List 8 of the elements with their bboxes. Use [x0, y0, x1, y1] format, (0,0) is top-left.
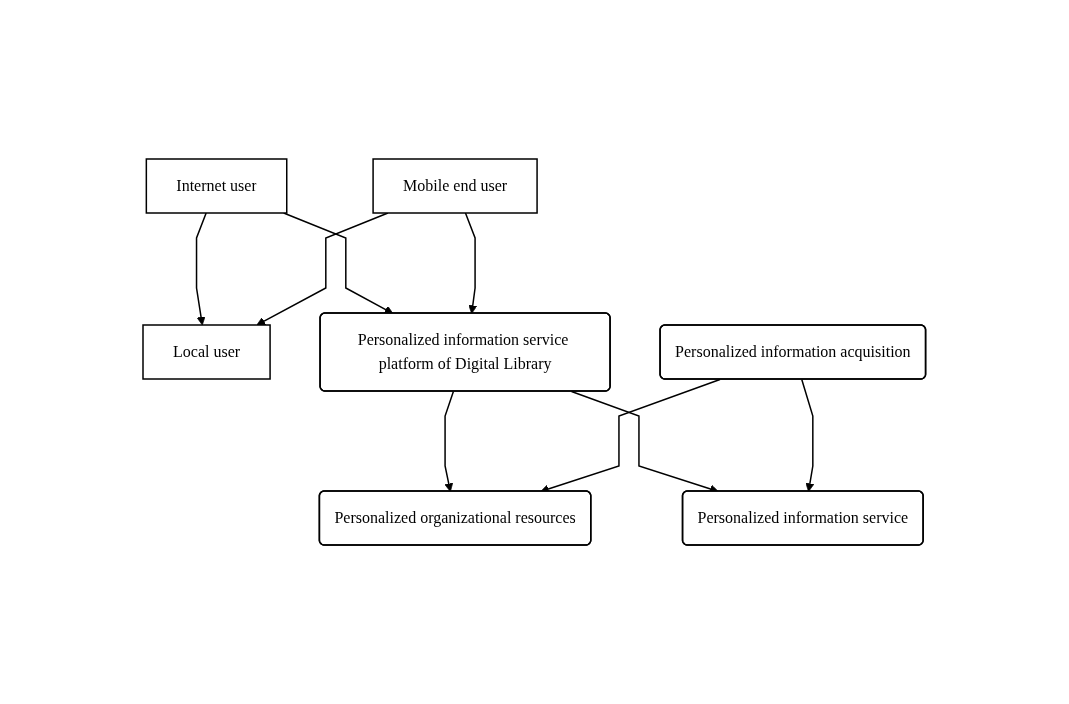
- arrow: [464, 212, 478, 314]
- arrow: [283, 212, 394, 314]
- node-box: Mobile end user: [372, 158, 538, 214]
- arrow: [801, 378, 815, 492]
- node-box: Internet user: [145, 158, 288, 214]
- node-box: Local user: [142, 324, 272, 380]
- arrow: [196, 212, 208, 326]
- arrow: [444, 390, 455, 492]
